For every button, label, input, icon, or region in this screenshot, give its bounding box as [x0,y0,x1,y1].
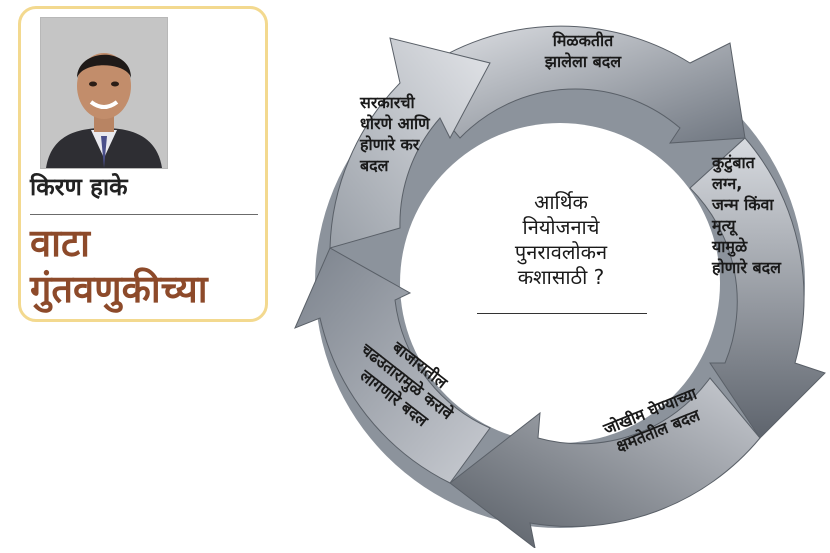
author-photo [40,17,168,169]
center-divider [477,313,647,314]
arrow-segment-upper-left [329,37,491,249]
column-title: वाटा गुंतवणुकीच्या [30,221,208,311]
author-name: किरण हाके [30,173,128,201]
step-label-policy: सरकारची धोरणे आणि होणारे कर बदल [360,93,430,175]
arrow-segment-top [409,25,746,144]
author-portrait-icon [41,18,167,168]
author-divider [30,214,258,215]
center-question: आर्थिक नियोजनाचे पुनरावलोकन कशासाठी ? [514,190,608,289]
step-label-income: मिळकतीत झालेला बदल [544,31,622,71]
cycle-diagram [294,25,826,548]
step-label-family: कुटुंबात लग्न, जन्म किंवा मृत्यू यामुळे … [712,153,781,277]
